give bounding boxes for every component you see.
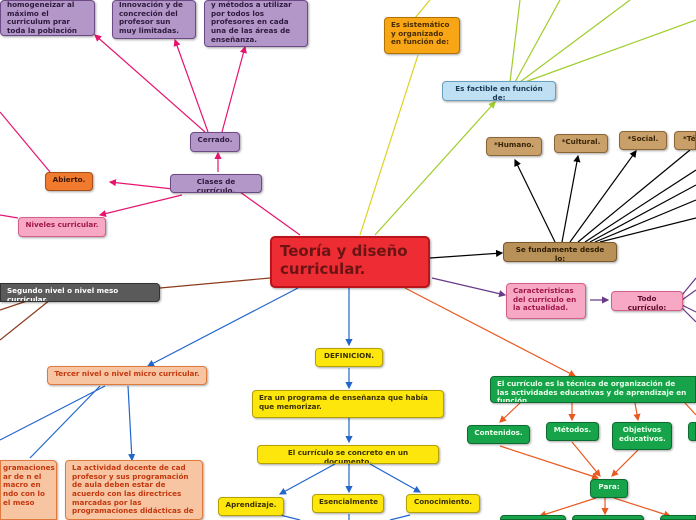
node-factible-text: Es factible en función de: xyxy=(455,84,543,101)
node-sistematico-text: Es sistemático y organizado en función d… xyxy=(391,20,450,47)
node-objetivos-text: Objetivos educativos. xyxy=(619,425,666,443)
node-tercer-text: Tercer nivel o nivel micro curricular. xyxy=(54,369,200,378)
node-homogeneizar-text: homogeneizar al máximo el curriculum pra… xyxy=(7,0,78,35)
node-cut-bottom-2[interactable] xyxy=(572,515,644,520)
node-segundo[interactable]: Segundo nivel o nivel meso curricular. xyxy=(0,283,160,302)
node-programa[interactable]: Era un programa de enseñanza que había q… xyxy=(252,390,444,418)
node-cerrado[interactable]: Cerrado. xyxy=(190,132,240,152)
node-niveles[interactable]: Niveles curricular. xyxy=(18,217,106,237)
central-topic[interactable]: Teoría y diseño curricular. xyxy=(270,236,430,288)
node-objetivos[interactable]: Objetivos educativos. xyxy=(612,422,672,450)
node-caracteristicas[interactable]: Caracteristicas del curriculo en la actu… xyxy=(506,283,586,319)
node-tecnica[interactable]: El currículo es la técnica de organizaci… xyxy=(490,376,696,403)
node-abierto-text: Abierto. xyxy=(52,175,86,184)
node-definicion-text: DEFINICION. xyxy=(324,351,374,360)
node-fundamente[interactable]: Se fundamente desde lo: xyxy=(503,242,617,262)
node-cut-bottom-1[interactable] xyxy=(500,515,566,520)
node-aprendizaje[interactable]: Aprendizaje. xyxy=(218,497,284,516)
node-para-text: Para: xyxy=(598,482,620,491)
node-esencialmente[interactable]: Esencialmente xyxy=(312,494,384,513)
node-niveles-text: Niveles curricular. xyxy=(25,220,99,229)
node-programa-text: Era un programa de enseñanza que había q… xyxy=(259,393,428,411)
node-metodos[interactable]: y métodos a utilizar por todos los profe… xyxy=(204,0,308,47)
node-metodos2-text: Métodos. xyxy=(553,425,592,434)
link-center-clases xyxy=(239,191,301,236)
node-actividad[interactable]: La actividad docente de cad profesor y s… xyxy=(65,460,203,520)
node-social[interactable]: *Social. xyxy=(619,131,667,150)
node-programaciones[interactable]: gramaciones ar de n el macro en ndo con … xyxy=(0,460,57,520)
node-esencialmente-text: Esencialmente xyxy=(319,497,379,506)
node-metodos-text: y métodos a utilizar por todos los profe… xyxy=(211,0,292,44)
node-social-text: *Social. xyxy=(627,134,659,143)
node-humano-text: *Humano. xyxy=(493,140,534,149)
node-concreto[interactable]: El currículo se concreto en un documento… xyxy=(257,445,439,464)
node-factible[interactable]: Es factible en función de: xyxy=(442,81,556,101)
node-fundamente-text: Se fundamente desde lo: xyxy=(515,245,605,262)
node-definicion[interactable]: DEFINICION. xyxy=(315,348,383,367)
node-metodos2[interactable]: Métodos. xyxy=(546,422,599,441)
node-cut-right[interactable] xyxy=(688,422,696,441)
node-humano[interactable]: *Humano. xyxy=(486,137,542,156)
node-innovacion-text: Innovación y de concreción del profesor … xyxy=(119,0,183,35)
node-actividad-text: La actividad docente de cad profesor y s… xyxy=(72,463,194,516)
node-tec-text: *Té xyxy=(683,134,696,143)
node-cultural-text: *Cultural. xyxy=(561,137,601,146)
node-aprendizaje-text: Aprendizaje. xyxy=(225,500,277,509)
node-homogeneizar[interactable]: homogeneizar al máximo el curriculum pra… xyxy=(0,0,95,36)
central-topic-text: Teoría y diseño curricular. xyxy=(280,242,408,278)
node-tercer[interactable]: Tercer nivel o nivel micro curricular. xyxy=(47,366,207,385)
node-tecnica-text: El currículo es la técnica de organizaci… xyxy=(497,379,687,403)
node-conocimiento-text: Conocimiento. xyxy=(413,497,473,506)
node-cut-bottom-3[interactable] xyxy=(660,515,696,520)
node-concreto-text: El currículo se concreto en un documento… xyxy=(287,448,409,464)
node-conocimiento[interactable]: Conocimiento. xyxy=(406,494,480,513)
node-tec[interactable]: *Té xyxy=(674,131,696,150)
node-segundo-text: Segundo nivel o nivel meso curricular. xyxy=(7,286,119,302)
node-innovacion[interactable]: Innovación y de concreción del profesor … xyxy=(112,0,196,39)
node-todo[interactable]: Todo currículo: xyxy=(611,291,683,311)
node-programaciones-text: gramaciones ar de n el macro en ndo con … xyxy=(3,463,55,507)
node-para[interactable]: Para: xyxy=(590,479,628,498)
node-contenidos[interactable]: Contenidos. xyxy=(467,425,530,444)
node-sistematico[interactable]: Es sistemático y organizado en función d… xyxy=(384,17,460,54)
node-contenidos-text: Contenidos. xyxy=(474,428,523,437)
node-cultural[interactable]: *Cultural. xyxy=(554,134,608,153)
node-abierto[interactable]: Abierto. xyxy=(45,172,93,191)
node-cerrado-text: Cerrado. xyxy=(197,135,233,144)
node-clases-text: Clases de currículo. xyxy=(196,177,236,193)
node-caracteristicas-text: Caracteristicas del curriculo en la actu… xyxy=(513,286,577,313)
node-todo-text: Todo currículo: xyxy=(627,294,667,311)
node-clases[interactable]: Clases de currículo. xyxy=(170,174,262,193)
